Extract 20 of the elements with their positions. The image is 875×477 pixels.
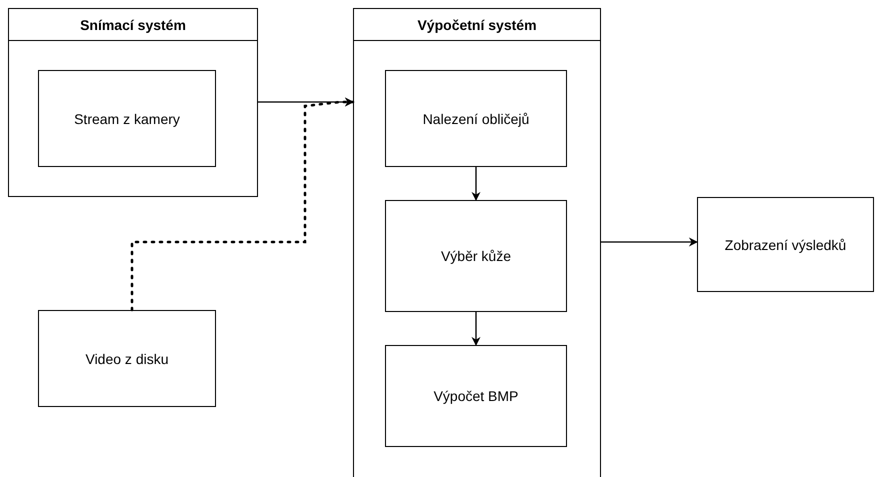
process-box <box>38 310 216 407</box>
process-box <box>697 197 874 292</box>
arrow <box>472 167 480 201</box>
arrow <box>601 238 698 246</box>
process-box <box>385 200 567 312</box>
process-box <box>385 345 567 447</box>
box-label: Video z disku <box>84 350 170 366</box>
box-label: Stream z kamery <box>73 110 181 126</box>
box-label: Nalezení obličejů <box>422 110 530 126</box>
box-label: Zobrazení výsledků <box>724 236 848 252</box>
box-label: Výběr kůže <box>440 248 512 264</box>
arrow <box>472 312 480 346</box>
arrow <box>130 98 354 312</box>
process-box <box>38 70 216 167</box>
container-box <box>8 8 258 197</box>
container-box <box>353 8 601 477</box>
process-box <box>385 70 567 167</box>
container-title: Výpočetní systém <box>417 16 537 32</box>
box-label: Výpočet BMP <box>432 388 520 404</box>
container-title: Snímací systém <box>80 16 186 32</box>
